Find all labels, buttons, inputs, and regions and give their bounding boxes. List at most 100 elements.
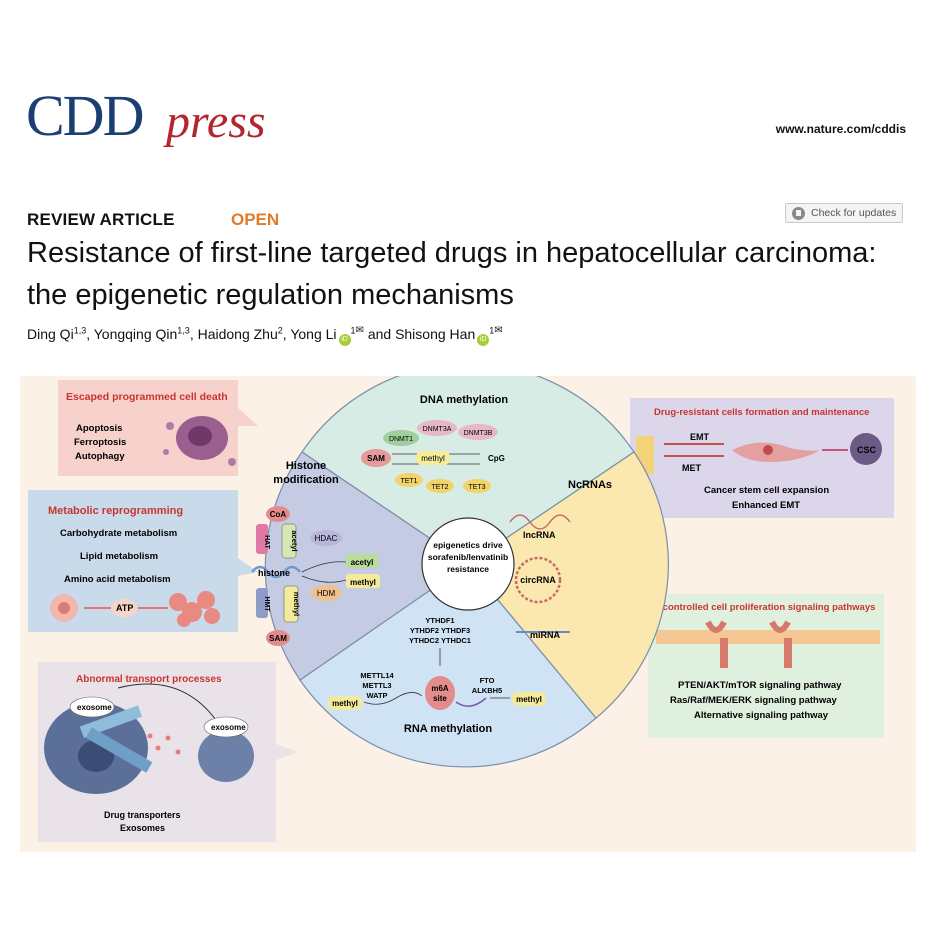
receptor-icon (769, 620, 792, 668)
hmt-badge (256, 588, 268, 618)
orcid-icon[interactable]: iD (477, 334, 490, 346)
reader-label: YTHDF2 YTHDF3 (410, 626, 470, 635)
methyl-badge (283, 585, 299, 623)
authors-joiner: and (367, 326, 392, 342)
mesenchymal-cell-icon (732, 442, 820, 462)
enzyme-label: TET3 (468, 484, 485, 491)
histone-label: histone (258, 568, 290, 578)
orcid-icon[interactable]: iD (338, 334, 351, 346)
writer-label: WATP (366, 691, 387, 700)
metabolic-title: Metabolic reprogramming (48, 505, 183, 517)
center-label: resistance (447, 564, 489, 574)
pathway-item: Ras/Raf/MEK/ERK signaling pathway (670, 695, 838, 706)
reader-label: YTHDC2 YTHDC1 (409, 636, 471, 645)
cell-death-panel: Escaped programmed cell death Apoptosis … (58, 380, 258, 476)
acetyl-label: acetyl (290, 530, 299, 551)
pathway-item: Alternative signaling pathway (694, 710, 829, 721)
rna-methylation-content: YTHDF1 YTHDF2 YTHDF3 YTHDC2 YTHDC1 METTL… (328, 616, 546, 735)
writer-label: METTL3 (362, 681, 391, 690)
center-circle (421, 517, 515, 611)
metabolic-item: Carbohydrate metabolism (60, 528, 177, 539)
author-affiliation: 2 (277, 325, 283, 336)
author-affiliation: 1 (350, 325, 356, 336)
metabolic-item: Lipid metabolism (80, 551, 158, 562)
m6a-site-badge (425, 676, 455, 710)
arrow-icon (301, 561, 347, 573)
article-title: Resistance of first-line targeted drugs … (27, 237, 877, 311)
dna-methylation-title: DNA methylation (420, 394, 508, 406)
journal-logo-press: press (166, 95, 266, 148)
coa-label: CoA (270, 510, 287, 519)
exosome-label: exosome (77, 703, 112, 712)
drug-resistant-panel: Drug-resistant cells formation and maint… (610, 398, 894, 518)
transport-item: Drug transporters (104, 810, 181, 820)
cell-death-item: Autophagy (75, 451, 125, 462)
membrane-icon (656, 630, 880, 644)
reader-label: YTHDF1 (425, 616, 454, 625)
histone-content: Histone modification CoA HAT acetyl HDAC… (251, 460, 380, 646)
proliferation-panel: Uncontrolled cell proliferation signalin… (626, 594, 884, 738)
circrna-label: circRNA (520, 575, 556, 585)
receptor-icon (705, 620, 728, 668)
author-affiliation: 1 (489, 325, 495, 336)
csc-cell-icon (850, 433, 882, 465)
m6a-label: m6A (431, 684, 449, 693)
author-affiliation: 1,3 (177, 325, 190, 336)
author-name[interactable]: Shisong Han (395, 326, 476, 342)
methyl-label: methyl (421, 454, 445, 463)
arrow-icon (363, 692, 423, 705)
transporter-icon (85, 727, 153, 773)
enzyme-badge (383, 430, 419, 446)
site-label: site (433, 694, 447, 703)
email-icon[interactable]: ✉ (355, 325, 364, 336)
exosome-label: exosome (211, 723, 246, 732)
eraser-label: FTO (480, 676, 495, 685)
sam-badge (361, 449, 391, 467)
sam-label: SAM (269, 634, 287, 643)
journal-logo-cdd: CDD (26, 83, 144, 148)
author-name[interactable]: Ding Qi (27, 326, 74, 342)
acetyl-badge (346, 554, 378, 568)
transport-title: Abnormal transport processes (76, 674, 222, 685)
author-name[interactable]: Haidong Zhu (197, 326, 278, 342)
sam-badge (266, 630, 290, 646)
bookmark-icon (792, 206, 805, 220)
site-url-link[interactable]: www.nature.com/cddis (775, 122, 906, 136)
author-list: Ding Qi1,3, Yongqing Qin1,3, Haidong Zhu… (27, 325, 503, 346)
methyl-label: methyl (516, 695, 542, 704)
author-name[interactable]: Yong Li (290, 326, 337, 342)
methyl-badge (346, 574, 380, 588)
hat-badge (256, 524, 268, 554)
enzyme-badge (458, 424, 498, 440)
dna-methylation-segment (301, 376, 635, 565)
ncrnas-content: NcRNAs lncRNA circRNA miRNA (509, 479, 612, 640)
arrow-icon (301, 575, 347, 583)
hdac-badge (310, 530, 342, 546)
methyl-label: methyl (350, 578, 376, 587)
histone-coil-icon (251, 565, 301, 579)
hdac-label: HDAC (315, 534, 338, 543)
histone-title: modification (273, 474, 339, 486)
atp-label: ATP (116, 603, 133, 613)
metabolic-item: Amino acid metabolism (64, 574, 171, 585)
graphical-abstract-figure: Escaped programmed cell death Apoptosis … (20, 376, 916, 852)
nucleus-icon (763, 445, 773, 455)
atp-badge (111, 599, 137, 617)
transport-item: Exosomes (120, 823, 165, 833)
enzyme-badge (426, 479, 454, 493)
check-updates-button[interactable]: Check for updates (785, 203, 903, 223)
author-name[interactable]: Yongqing Qin (93, 326, 178, 342)
email-icon[interactable]: ✉ (494, 325, 503, 336)
metabolic-panel: Metabolic reprogramming Carbohydrate met… (28, 490, 258, 632)
rna-methylation-segment (299, 563, 597, 768)
sam-label: SAM (367, 454, 385, 463)
eraser-label: ALKBH5 (472, 686, 502, 695)
transport-panel: Abnormal transport processes exosome exo… (38, 662, 298, 842)
enzyme-badge (395, 473, 423, 487)
cell-death-item: Apoptosis (76, 423, 122, 434)
coa-badge (266, 506, 290, 522)
enzyme-label: TET1 (400, 478, 417, 485)
methyl-badge (416, 451, 450, 465)
enzyme-label: DNMT1 (389, 436, 413, 443)
enzyme-label: TET2 (431, 484, 448, 491)
